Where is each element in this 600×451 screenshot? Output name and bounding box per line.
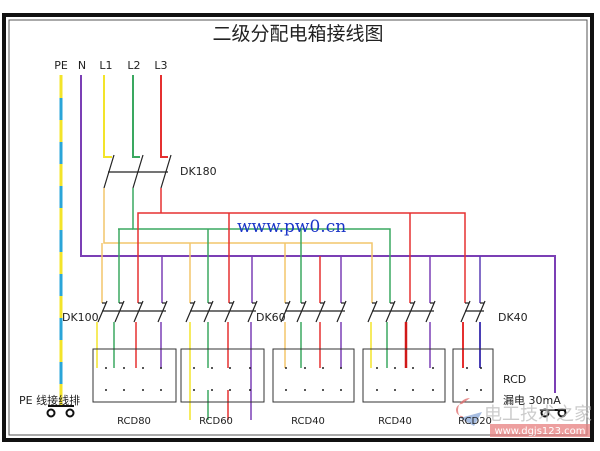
main-feed: [103, 75, 168, 158]
rcd40-label-2: RCD40: [378, 416, 412, 427]
rcd-feeds: [96, 322, 481, 420]
site-logo: 电工技术之家 www.dgjs123.com: [456, 398, 592, 437]
pe-terminal-icon: [46, 405, 75, 418]
outer-frame: [2, 13, 594, 442]
dk60-label: DK60: [256, 311, 286, 324]
rcd80-label: RCD80: [117, 416, 151, 427]
dk180-label: DK180: [180, 165, 217, 178]
label-l3: L3: [154, 59, 167, 72]
watermark-text: www.pw0.cn: [237, 217, 346, 237]
rcd-terminals: [105, 367, 482, 391]
rcd60-box: [180, 348, 265, 403]
diagram-title: 二级分配电箱接线图: [212, 23, 383, 45]
rcd80-box: [92, 348, 177, 403]
branch-switches: [97, 300, 486, 323]
rcd-leakage-label: 漏电 30mA: [503, 394, 561, 407]
n-terminal-icon: [540, 408, 567, 418]
rcd40-box-1: [272, 348, 355, 403]
logo-url: www.dgjs123.com: [494, 426, 585, 437]
dk40-label: DK40: [498, 311, 528, 324]
logo-name: 电工技术之家: [484, 404, 592, 425]
buses: [101, 188, 481, 303]
rcd-boxes: [92, 348, 494, 403]
rcd20-label: RCD20: [458, 416, 492, 427]
dk180-switch: [103, 154, 172, 189]
rcd20-box: [452, 348, 494, 403]
dk100-label: DK100: [62, 311, 99, 324]
label-l2: L2: [127, 59, 140, 72]
label-pe: PE: [54, 59, 68, 72]
rcd-note-label: RCD: [503, 373, 526, 386]
pe-bar-label: PE 线接线排: [19, 393, 80, 407]
rcd40-box-2: [362, 348, 446, 403]
label-l1: L1: [99, 59, 112, 72]
rcd40-label-1: RCD40: [291, 416, 325, 427]
inner-frame: [8, 19, 588, 436]
n-wire: [80, 75, 556, 393]
label-n: N: [78, 59, 86, 72]
rcd60-label: RCD60: [199, 416, 233, 427]
